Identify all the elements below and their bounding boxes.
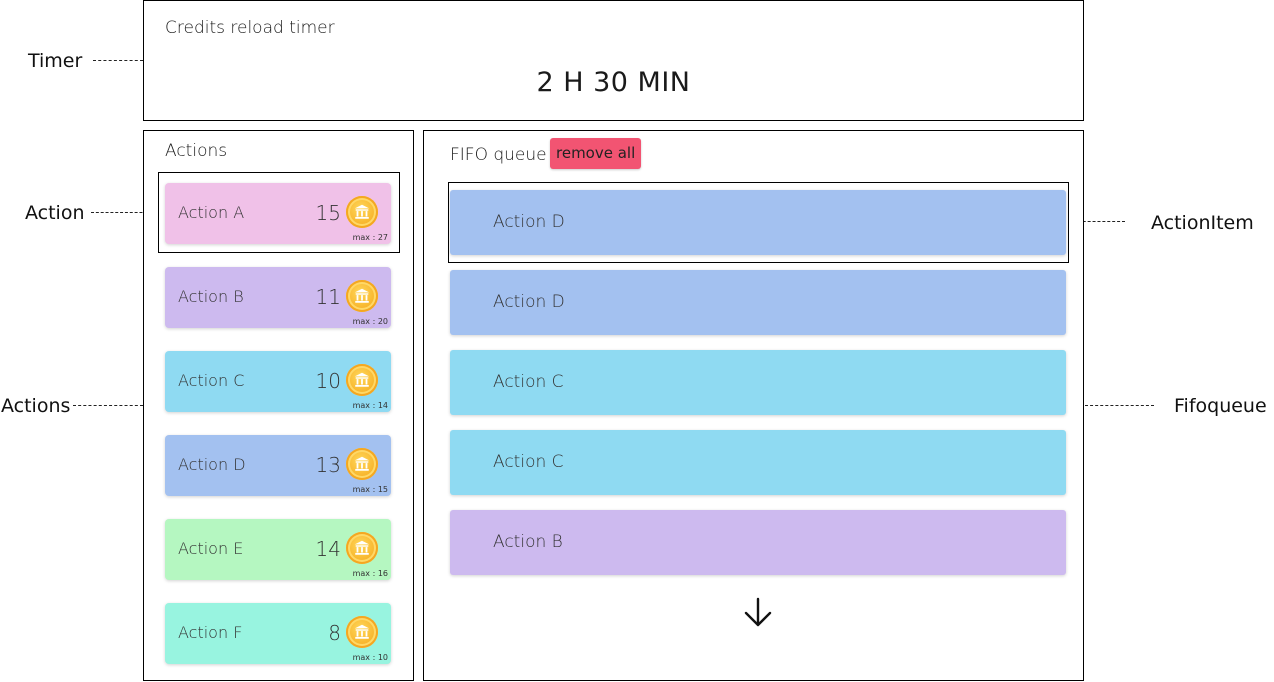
action-name: Action E <box>178 539 244 558</box>
action-credit-count: 15 <box>315 201 341 225</box>
annotation-timer-label: Timer <box>28 50 83 72</box>
action-name: Action C <box>178 371 245 390</box>
bank-coin-icon <box>346 196 378 228</box>
action-highlight-frame <box>158 172 400 253</box>
queue-action-name: Action C <box>493 452 564 472</box>
bank-coin-icon <box>346 448 378 480</box>
action-item-highlight-frame <box>448 182 1069 263</box>
action-card[interactable]: Action E 14 max : 16 <box>165 519 391 580</box>
action-max-label: max : 20 <box>352 317 388 326</box>
bank-coin-icon <box>346 280 378 312</box>
annotation-actions-line <box>73 405 143 406</box>
action-max-label: max : 27 <box>352 233 388 242</box>
annotation-actionitem-label: ActionItem <box>1151 212 1254 234</box>
action-card[interactable]: Action B 11 max : 20 <box>165 267 391 328</box>
timer-value: 2 H 30 MIN <box>536 67 691 98</box>
annotation-actions-label: Actions <box>1 395 71 417</box>
action-card[interactable]: Action F 8 max : 10 <box>165 603 391 664</box>
annotation-actionitem-line <box>1068 221 1125 222</box>
fifo-queue-title: FIFO queue <box>450 145 547 165</box>
timer-panel: Credits reload timer 2 H 30 MIN <box>143 0 1084 121</box>
bank-coin-icon <box>346 616 378 648</box>
action-card[interactable]: Action D 13 max : 15 <box>165 435 391 496</box>
action-credit-count: 13 <box>315 453 341 477</box>
action-max-label: max : 16 <box>352 569 388 578</box>
bank-coin-icon <box>346 364 378 396</box>
queue-action-item[interactable]: Action D <box>450 270 1066 335</box>
annotation-timer-line <box>93 60 143 61</box>
queue-action-name: Action D <box>493 212 565 232</box>
queue-action-name: Action C <box>493 372 564 392</box>
action-credit-count: 8 <box>328 621 341 645</box>
action-name: Action B <box>178 287 244 306</box>
action-card[interactable]: Action A 15 max : 27 <box>165 183 391 244</box>
action-credit-count: 14 <box>315 537 341 561</box>
action-max-label: max : 14 <box>352 401 388 410</box>
timer-title: Credits reload timer <box>165 18 335 38</box>
queue-action-name: Action D <box>493 292 565 312</box>
remove-all-button[interactable]: remove all <box>550 138 642 169</box>
actions-title: Actions <box>165 141 228 161</box>
action-name: Action A <box>178 203 245 222</box>
queue-action-item[interactable]: Action D <box>450 190 1066 255</box>
queue-action-item[interactable]: Action C <box>450 350 1066 415</box>
action-name: Action F <box>178 623 243 642</box>
queue-action-name: Action B <box>493 532 563 552</box>
annotation-action-label: Action <box>25 202 85 224</box>
action-credit-count: 11 <box>315 285 341 309</box>
bank-coin-icon <box>346 532 378 564</box>
actions-panel: Actions Action A 15 max : 27 Action B 11 max … <box>143 130 414 681</box>
action-name: Action D <box>178 455 246 474</box>
annotation-action-line <box>91 212 157 213</box>
fifo-queue-panel: FIFO queue remove all Action D Action D Ac… <box>423 130 1084 681</box>
action-max-label: max : 15 <box>352 485 388 494</box>
action-max-label: max : 10 <box>352 653 388 662</box>
arrow-down-icon <box>744 597 772 627</box>
queue-action-item[interactable]: Action C <box>450 430 1066 495</box>
annotation-fifoqueue-line <box>1085 405 1154 406</box>
action-card[interactable]: Action C 10 max : 14 <box>165 351 391 412</box>
annotation-fifoqueue-label: Fifoqueue <box>1174 395 1267 417</box>
action-credit-count: 10 <box>315 369 341 393</box>
queue-action-item[interactable]: Action B <box>450 510 1066 575</box>
